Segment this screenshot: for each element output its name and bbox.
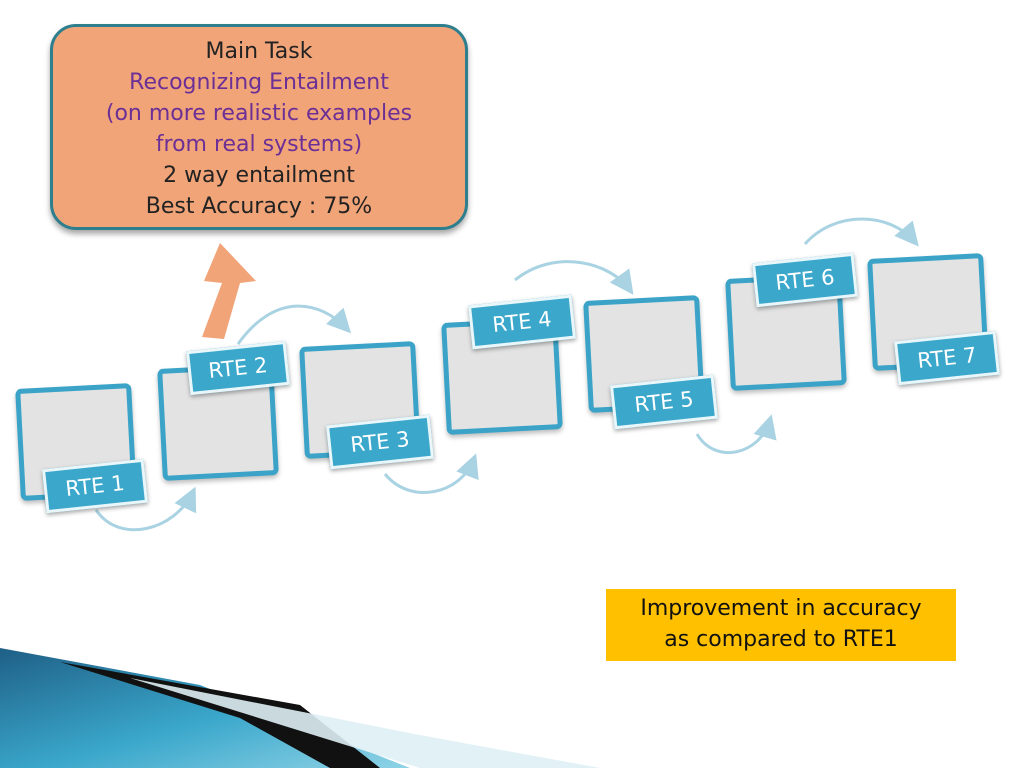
connector-4-5 [514, 260, 634, 295]
connector-1-2 [94, 486, 197, 532]
improvement-note-line-1: Improvement in accuracy [640, 596, 922, 621]
main-task-title: Recognizing Entailment [129, 70, 389, 95]
main-task-detail-2: from real systems) [155, 132, 363, 157]
connector-3-4 [383, 453, 479, 494]
up-arrow-icon [202, 243, 256, 339]
main-task-mode: 2 way entailment [163, 163, 355, 188]
main-task-accuracy: Best Accuracy : 75% [145, 194, 373, 219]
improvement-note-line-2: as compared to RTE1 [664, 627, 898, 652]
main-task-heading: Main Task [205, 39, 313, 64]
main-task-callout: Main Task Recognizing Entailment (on mor… [50, 24, 468, 230]
connector-6-7 [803, 217, 919, 247]
improvement-note: Improvement in accuracy as compared to R… [606, 589, 956, 661]
connector-5-6 [695, 414, 777, 454]
main-task-detail-1: (on more realistic examples [105, 101, 413, 126]
connector-2-3 [236, 304, 352, 345]
